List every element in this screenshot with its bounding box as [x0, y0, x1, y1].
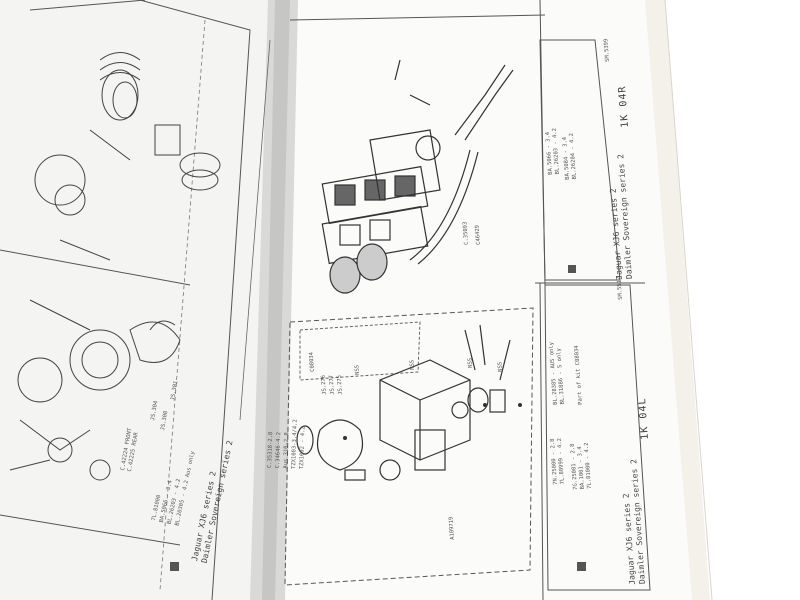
note: TZX1002 - 4.2 — [298, 426, 307, 470]
logo-jaguar-left — [170, 562, 179, 571]
part-label: NSS — [409, 359, 416, 370]
logo-jaguar-upper — [568, 265, 576, 273]
part-label: JS.276 — [320, 374, 328, 395]
part-label: C46429 — [474, 224, 482, 245]
logo-jaguar-lower — [577, 562, 586, 571]
part-label: NSS — [354, 364, 361, 375]
part-label: JS.277 — [328, 374, 336, 395]
part-label: JS.275 — [336, 374, 344, 395]
part-label: NSS — [467, 357, 474, 368]
part-label: C08034 — [308, 351, 316, 372]
part-label: NSS — [497, 361, 504, 372]
side-notes: C.35318-2.8 C.34646-4.2 Aus.310-2.8 TZX1… — [266, 418, 308, 469]
lower-notes-2: 7G.25001 - 2.8 BA.1001 - 3.4 7L.81000 - … — [570, 442, 594, 490]
